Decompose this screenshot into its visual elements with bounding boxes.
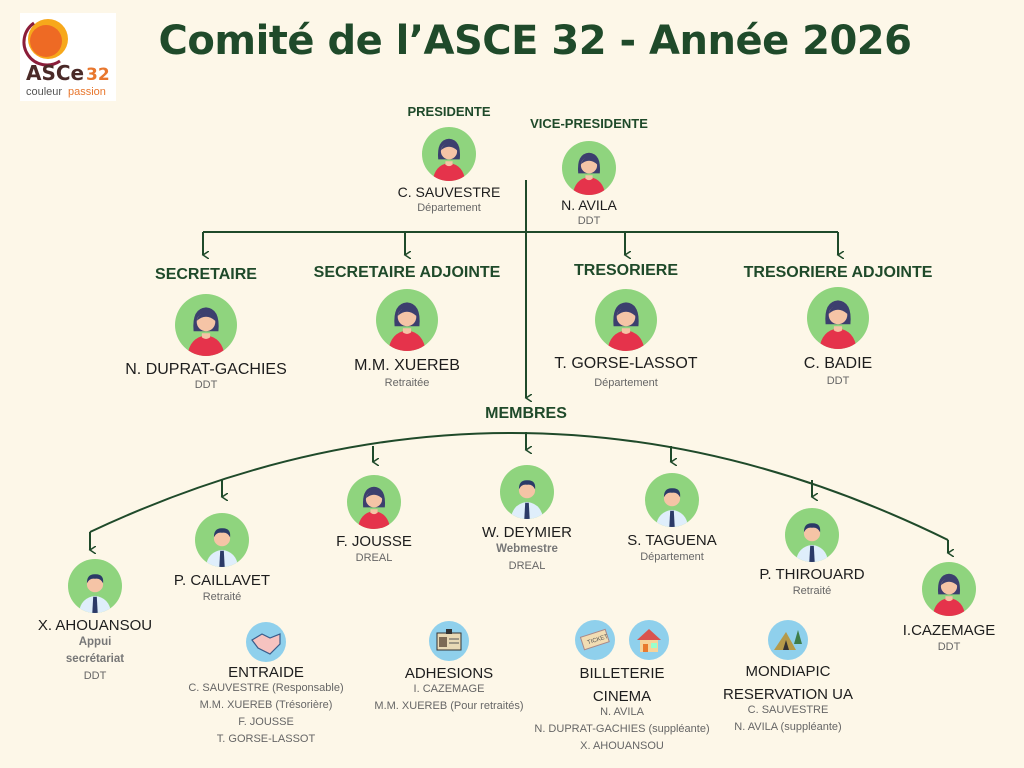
member-function: secrétariat (65, 653, 125, 665)
person-org: Département (417, 202, 481, 214)
members-arc (89, 431, 949, 541)
woman-avatar-icon (562, 141, 616, 195)
member-name: X. AHOUANSOU (37, 617, 153, 634)
commission-title: CINEMA (592, 688, 652, 705)
woman-avatar-icon (347, 475, 401, 529)
person-name: M.M. XUEREB (354, 357, 460, 374)
page-title: Comité de l’ASCE 32 - Année 2026 (158, 18, 912, 64)
commission-title: RESERVATION UA (722, 686, 854, 703)
commission-title: MONDIAPIC (745, 663, 831, 680)
person-org: DDT (577, 215, 601, 227)
person-name: N. AVILA (561, 197, 617, 213)
person-org: Département (594, 377, 658, 389)
role-label: TRESORIERE (573, 262, 679, 279)
member-name: P. THIROUARD (759, 566, 865, 583)
svg-text:passion: passion (68, 86, 106, 98)
woman-avatar-icon (595, 289, 657, 351)
man-avatar-icon (785, 508, 839, 562)
member-org: DREAL (508, 560, 546, 572)
man-avatar-icon (68, 559, 122, 613)
commission-member: N. AVILA (600, 706, 644, 718)
woman-avatar-icon (175, 294, 237, 356)
commission-member: C. SAUVESTRE (Responsable) (188, 682, 344, 694)
member-name: I.CAZEMAGE (902, 622, 996, 639)
member-org: DREAL (355, 552, 393, 564)
members-label: MEMBRES (485, 405, 567, 422)
member-name: F. JOUSSE (336, 533, 412, 550)
woman-avatar-icon (922, 562, 976, 616)
svg-text:ASCe: ASCe (26, 61, 84, 85)
house-icon (629, 620, 669, 660)
commission-member: I. CAZEMAGE (413, 683, 485, 695)
member-name: P. CAILLAVET (173, 572, 271, 589)
asce-logo: ASCe 32 couleur passion (20, 13, 116, 101)
commission-member: M.M. XUEREB (Pour retraités) (374, 700, 524, 712)
member-function: Appui (78, 636, 112, 648)
member-name: W. DEYMIER (481, 524, 573, 541)
woman-avatar-icon (807, 287, 869, 349)
handshake-icon (246, 622, 286, 662)
commission-member: N. DUPRAT-GACHIES (suppléante) (534, 723, 710, 735)
man-avatar-icon (645, 473, 699, 527)
member-org: Retraité (202, 591, 242, 603)
person-name: C. BADIE (803, 355, 873, 372)
woman-avatar-icon (376, 289, 438, 351)
member-name: S. TAGUENA (627, 532, 717, 549)
tent-icon (768, 620, 808, 660)
member-org: Retraité (792, 585, 832, 597)
man-avatar-icon (195, 513, 249, 567)
ticket-icon: TICKET (575, 620, 615, 660)
role-label: TRESORIERE ADJOINTE (743, 264, 933, 281)
role-label: SECRETAIRE ADJOINTE (313, 264, 501, 281)
svg-text:32: 32 (86, 65, 110, 85)
commission-member: M.M. XUEREB (Trésorière) (199, 699, 333, 711)
commission-title: BILLETERIE (579, 665, 665, 682)
commission-member: F. JOUSSE (238, 716, 294, 728)
commission-title: ADHESIONS (404, 665, 494, 682)
commission-member: C. SAUVESTRE (747, 704, 829, 716)
member-org: DDT (83, 670, 107, 682)
commission-member: N. AVILA (suppléante) (734, 721, 842, 733)
commission-member: T. GORSE-LASSOT (216, 733, 316, 745)
role-label: VICE-PRESIDENTE (530, 116, 648, 131)
role-label: PRESIDENTE (407, 104, 491, 119)
commission-title: ENTRAIDE (228, 664, 304, 681)
id-card-icon (429, 621, 469, 661)
man-avatar-icon (500, 465, 554, 519)
person-name: T. GORSE-LASSOT (554, 355, 698, 372)
member-org: DDT (937, 641, 961, 653)
member-org: Département (640, 551, 704, 563)
woman-avatar-icon (422, 127, 476, 181)
person-name: N. DUPRAT-GACHIES (125, 361, 287, 378)
person-org: DDT (194, 379, 218, 391)
member-function: Webmestre (496, 543, 558, 555)
commission-member: X. AHOUANSOU (580, 740, 664, 752)
person-name: C. SAUVESTRE (397, 184, 501, 200)
role-label: SECRETAIRE (155, 266, 257, 283)
svg-text:couleur: couleur (26, 86, 62, 98)
person-org: Retraitée (384, 377, 430, 389)
person-org: DDT (826, 375, 850, 387)
